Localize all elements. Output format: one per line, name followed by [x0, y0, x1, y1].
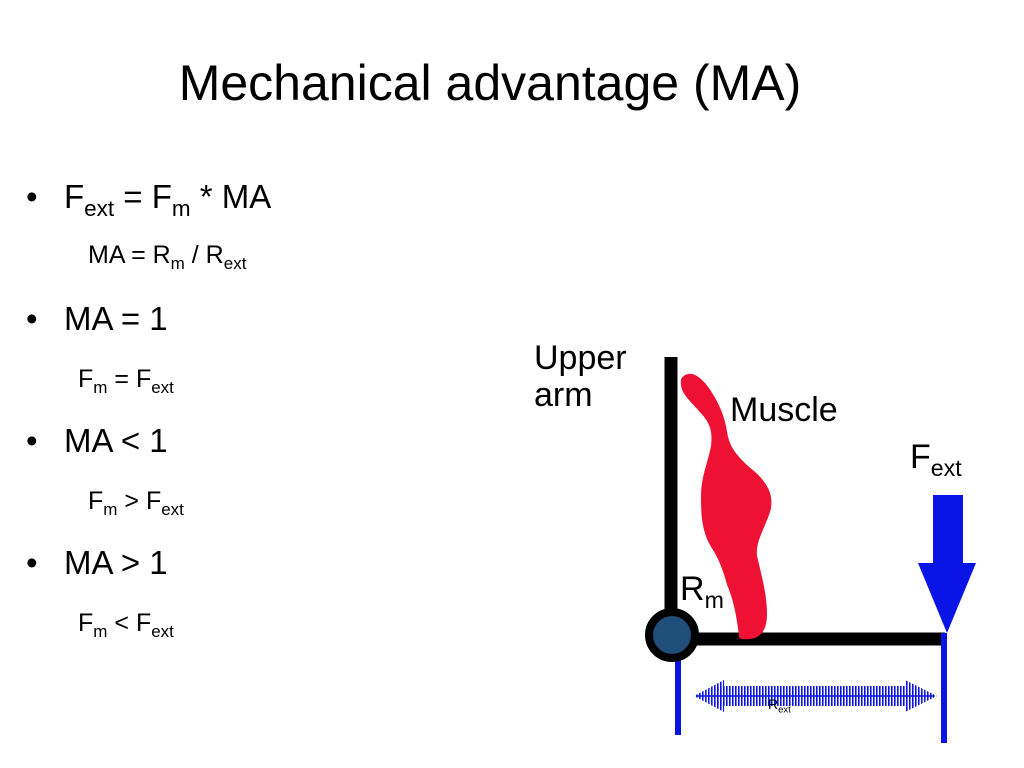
- r-ext-double-arrow: [694, 680, 937, 712]
- r-m-label-base: R: [680, 570, 705, 608]
- load-reference-line: [941, 633, 947, 743]
- muscle-shape: [680, 373, 772, 640]
- formula-tail: * MA: [190, 178, 272, 215]
- formula-subscript: ext: [161, 499, 184, 519]
- upper-arm-label-line1: Upper: [534, 339, 627, 377]
- bullet-text: MA < 1: [64, 422, 168, 459]
- bullet-item: • Fext = Fm * MA: [26, 178, 272, 220]
- muscle-label: Muscle: [730, 391, 838, 429]
- bullet-text: MA > 1: [64, 544, 168, 581]
- sub-formula-part: F: [78, 365, 94, 393]
- bullet-item: • MA > 1: [26, 546, 168, 579]
- sub-formula: Fm = Fext: [78, 365, 174, 396]
- page-title: Mechanical advantage (MA): [178, 55, 802, 111]
- formula-subscript: m: [93, 621, 108, 641]
- formula-fext-base: F: [64, 178, 85, 215]
- r-ext-label-base: R: [768, 696, 779, 712]
- f-ext-label-sub: ext: [930, 455, 962, 482]
- r-ext-label: Rext: [768, 696, 791, 716]
- upper-arm-label-line2: arm: [534, 376, 593, 415]
- bullet-item: • MA < 1: [26, 424, 168, 457]
- force-arrow-shaft: [933, 495, 963, 565]
- sub-formula-part: > F: [117, 487, 162, 515]
- sub-formula: MA = Rm / Rext: [88, 241, 246, 272]
- f-ext-label: Fext: [910, 438, 962, 479]
- formula-subscript: ext: [84, 195, 115, 221]
- formula-subscript: m: [171, 195, 191, 221]
- formula-subscript: m: [170, 253, 185, 273]
- joint-reference-line: [675, 635, 681, 735]
- bullet-text: MA = 1: [64, 300, 168, 337]
- bullet-marker: •: [26, 178, 38, 215]
- sub-formula-part: = F: [107, 365, 152, 393]
- bullet-item: • MA = 1: [26, 302, 168, 335]
- bullet-marker: •: [26, 422, 38, 459]
- sub-formula: Fm < Fext: [78, 609, 174, 640]
- upper-arm-label: Upper arm: [534, 339, 627, 415]
- formula-subscript: m: [93, 377, 108, 397]
- elbow-joint: [645, 608, 699, 662]
- bullet-marker: •: [26, 300, 38, 337]
- formula-subscript: ext: [151, 377, 174, 397]
- sub-formula-part: < F: [107, 609, 152, 637]
- sub-formula-part: / R: [184, 241, 224, 269]
- bullet-marker: •: [26, 544, 38, 581]
- sub-formula-part: F: [88, 487, 104, 515]
- sub-formula: Fm > Fext: [88, 487, 184, 518]
- sub-formula-part: F: [78, 609, 94, 637]
- r-ext-label-sub: ext: [778, 704, 791, 716]
- formula-subscript: m: [103, 499, 118, 519]
- sub-formula-part: MA = R: [88, 241, 171, 269]
- r-m-label-sub: m: [704, 587, 724, 614]
- formula-subscript: ext: [223, 253, 247, 273]
- formula-fm-base: = F: [114, 178, 172, 215]
- r-m-label: Rm: [680, 570, 724, 611]
- f-ext-label-base: F: [910, 438, 931, 476]
- formula-subscript: ext: [151, 621, 174, 641]
- force-arrow-head: [918, 563, 976, 633]
